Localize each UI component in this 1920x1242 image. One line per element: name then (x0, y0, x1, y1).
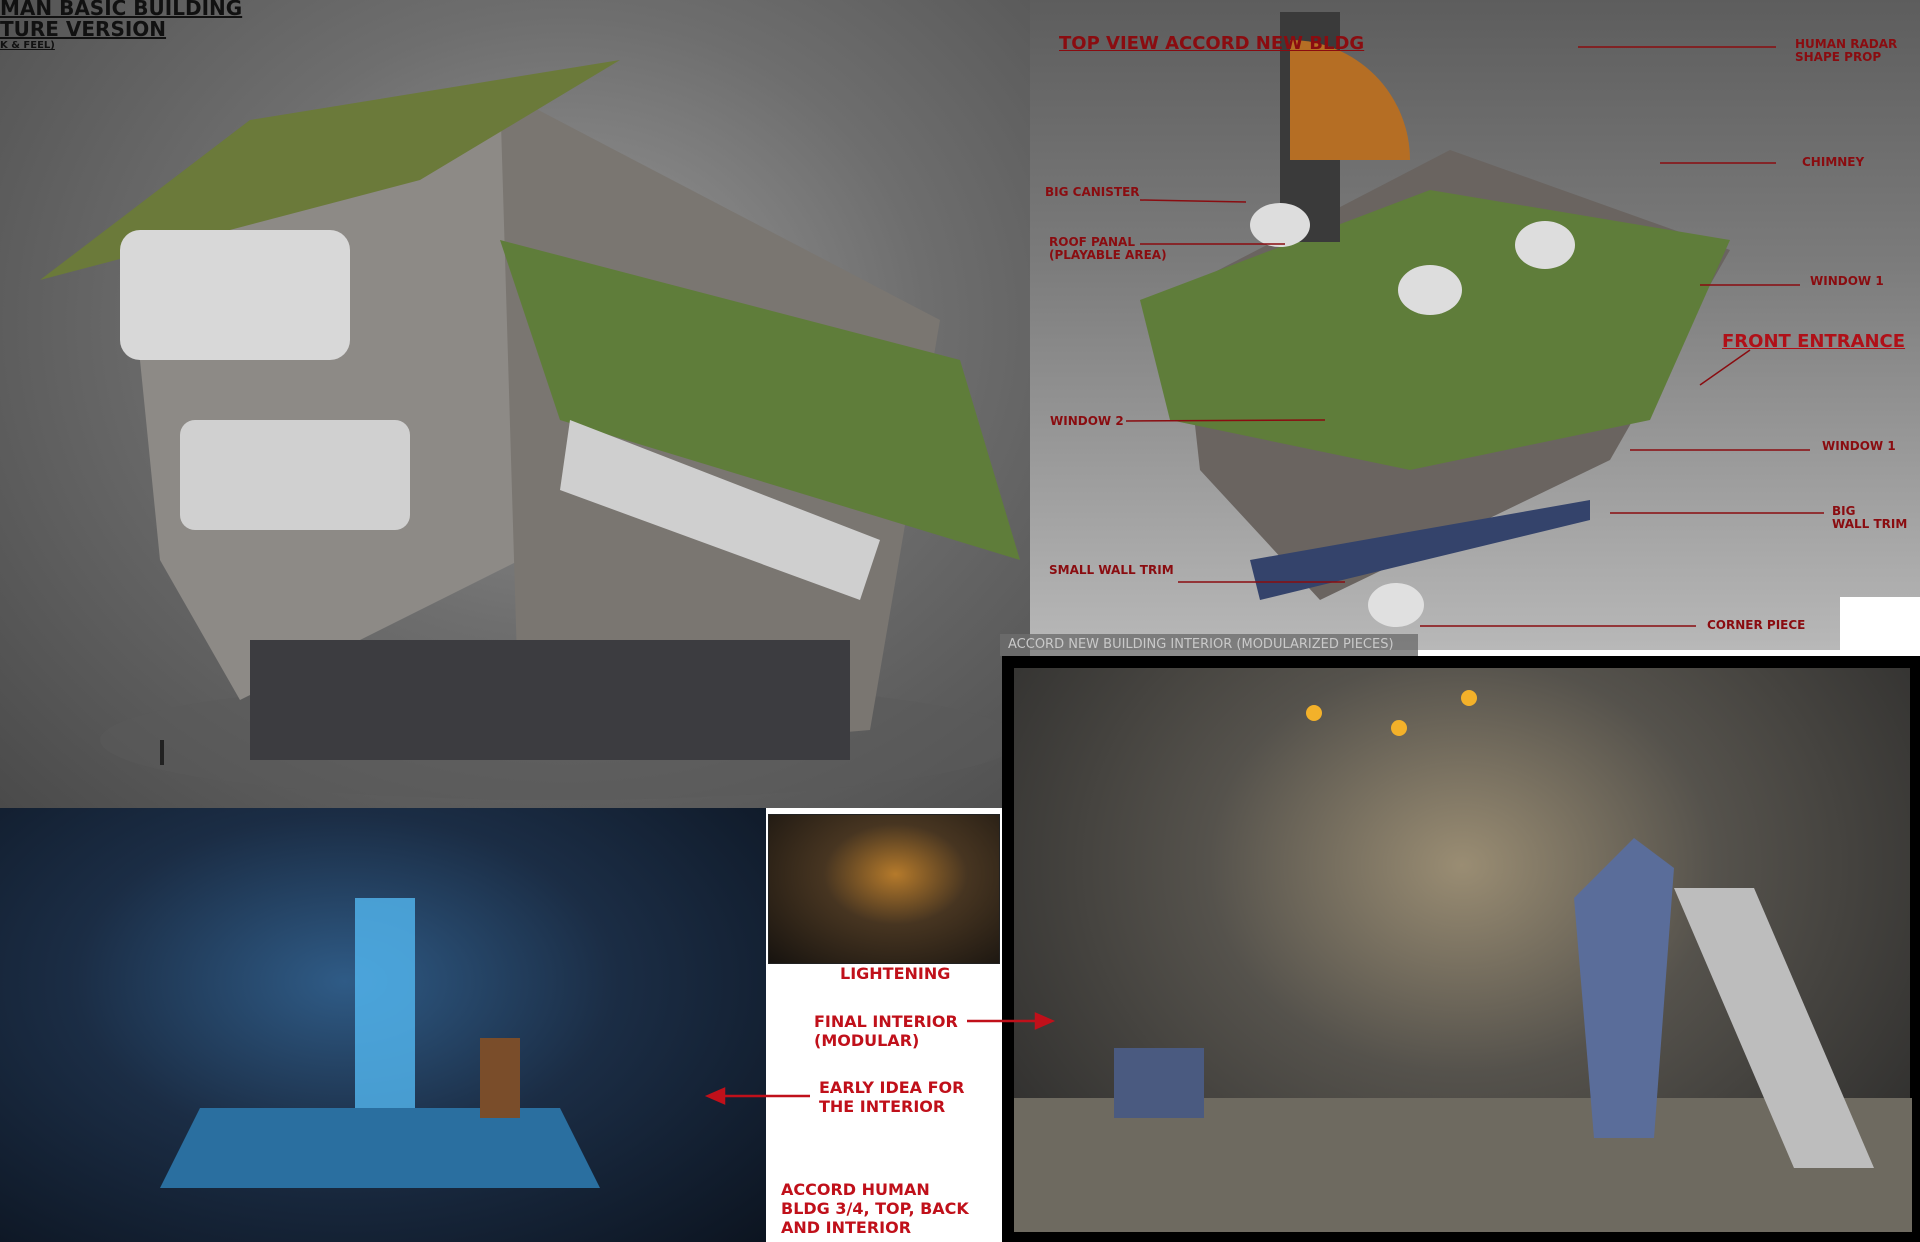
note-final-interior: FINAL INTERIOR (814, 1012, 958, 1031)
lighting-thumbnail (768, 814, 1000, 964)
label-window-1b: WINDOW 1 (1822, 439, 1896, 453)
sheet-title-line3: K & FEEL) (0, 40, 55, 51)
label-roof-panal-sub: (PLAYABLE AREA) (1049, 248, 1167, 262)
note-accord-human: ACCORD HUMAN (781, 1180, 930, 1199)
label-front-entrance: FRONT ENTRANCE (1722, 331, 1906, 352)
top-view-title: TOP VIEW ACCORD NEW BLDG (1059, 33, 1365, 54)
final-interior-illustration (1014, 668, 1912, 1232)
blank-area (1840, 597, 1920, 655)
label-big-wall-trim: BIG (1832, 504, 1856, 518)
label-chimney: CHIMNEY (1802, 155, 1865, 169)
label-big-wall-trim-sub: WALL TRIM (1832, 517, 1908, 531)
note-accord-interior: AND INTERIOR (781, 1218, 912, 1237)
note-final-interior-sub: (MODULAR) (814, 1031, 920, 1050)
building-three-quarter-view: MAN BASIC BUILDING TURE VERSION K & FEEL… (0, 0, 1030, 808)
label-corner-piece: CORNER PIECE (1707, 618, 1806, 632)
building-illustration (40, 60, 1020, 800)
note-early-idea-sub: THE INTERIOR (819, 1097, 946, 1116)
early-interior-illustration (160, 898, 600, 1188)
label-radar-sub: SHAPE PROP (1795, 50, 1882, 64)
label-radar: HUMAN RADAR (1795, 37, 1898, 51)
label-big-canister: BIG CANISTER (1045, 185, 1140, 199)
label-window-2: WINDOW 2 (1050, 414, 1124, 428)
interior-caption: ACCORD NEW BUILDING INTERIOR (MODULARIZE… (1000, 634, 1418, 656)
top-view-panel (1030, 0, 1920, 650)
final-interior-panel (1002, 656, 1920, 1242)
sheet-title-line1: MAN BASIC BUILDING (0, 0, 243, 20)
label-roof-panal: ROOF PANAL (1049, 235, 1135, 249)
label-window-1a: WINDOW 1 (1810, 274, 1884, 288)
note-accord-views: BLDG 3/4, TOP, BACK (781, 1199, 969, 1218)
top-view-illustration (1140, 12, 1730, 627)
note-lightening: LIGHTENING (840, 964, 951, 983)
sheet-title-line2: TURE VERSION (0, 17, 167, 41)
label-small-wall-trim: SMALL WALL TRIM (1049, 563, 1174, 577)
note-early-idea: EARLY IDEA FOR (819, 1078, 965, 1097)
early-interior-concept (0, 808, 766, 1242)
